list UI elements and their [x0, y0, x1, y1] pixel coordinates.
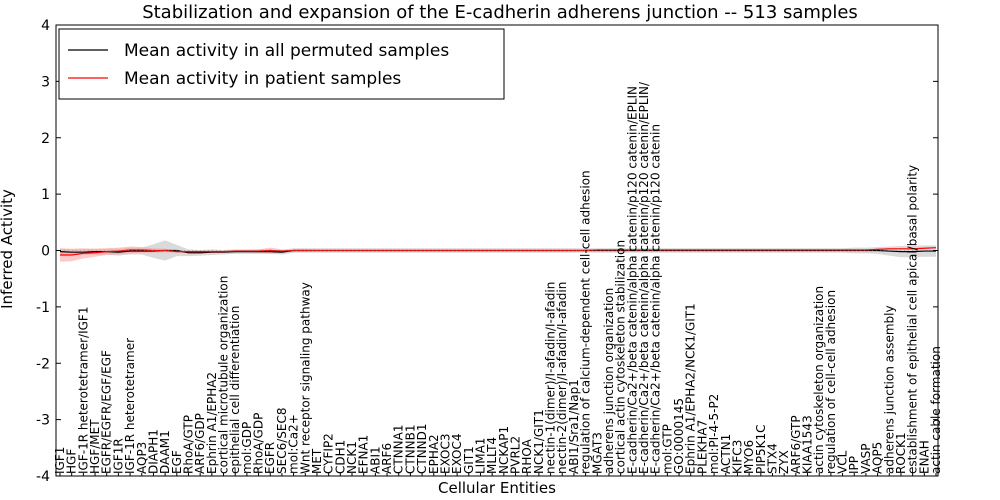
x-tick-label: GO:0000145 [672, 398, 686, 474]
x-tick-label: RHOA [520, 438, 534, 474]
x-tick-label: DIAPH1 [146, 429, 160, 474]
x-tick-label: ABI1/Sra1/Nap1 [567, 379, 581, 474]
x-tick-label: IGF-1R heterotetramer [123, 338, 137, 474]
x-tick-label: CYFIP2 [322, 433, 336, 474]
x-tick-label: EGFR/EGFR/EGF/EGF [100, 350, 114, 474]
x-tick-label: PVRL2 [509, 436, 523, 474]
legend: Mean activity in all permuted samples Me… [58, 28, 505, 100]
x-tick-label: EXOC4 [450, 434, 464, 475]
x-tick-label: PLEKHA7 [695, 420, 709, 474]
x-tick-label: SEC6/SEC8 [275, 408, 289, 474]
y-tick-label: 2 [41, 131, 50, 147]
x-tick-label: nectin-2(dimer)/I-afadin/I-afadin [555, 282, 569, 474]
x-tick-label: mol:PI-4-5-P2 [707, 394, 721, 474]
y-tick-label: 4 [41, 18, 50, 34]
x-tick-label: ZYX [777, 450, 791, 474]
x-tick-label: ABI1 [368, 446, 382, 474]
x-tick-label: MET [310, 448, 324, 474]
x-tick-label: GIT1 [462, 446, 476, 474]
x-tick-label: ARF6 [380, 443, 394, 474]
x-tick-label: KIFC3 [730, 440, 744, 474]
x-tick-label: Wnt receptor signaling pathway [298, 282, 312, 474]
x-tick-label: NCK1 [345, 441, 359, 474]
x-tick-label: CTNND1 [415, 423, 429, 474]
x-tick-label: CTNNB1 [403, 424, 417, 474]
plot-frame [55, 24, 939, 477]
x-tick-label: PIP5K1C [754, 424, 768, 474]
x-tick-label: Ephrin A1/EPHA2/NCK1/GIT1 [684, 303, 698, 474]
x-tick-label: EGFR [263, 442, 277, 474]
x-tick-label: HGF [65, 449, 79, 474]
x-tick-label: ENAH [917, 440, 931, 474]
x-tick-label: HGF/MET [88, 419, 102, 474]
x-tick-label: NCKAP1 [497, 426, 511, 474]
series-lines [56, 247, 938, 256]
x-tick-label: CDH1 [333, 440, 347, 474]
x-tick-label: Ephrin A1/EPHA2 [205, 372, 219, 474]
legend-label-permuted: Mean activity in all permuted samples [124, 41, 449, 61]
x-tick-label: ARF6/GDP [193, 413, 207, 474]
x-tick-label: EFNA1 [357, 435, 371, 474]
x-tick-label: STX4 [765, 443, 779, 474]
x-tick-label: CTNNA1 [392, 424, 406, 474]
x-tick-label: NCK1/GIT1 [532, 409, 546, 474]
legend-box [58, 28, 505, 100]
y-tick-label: -2 [36, 356, 50, 372]
x-tick-label: EPHA2 [427, 434, 441, 474]
y-tick-label: -1 [36, 300, 50, 316]
legend-label-patient: Mean activity in patient samples [124, 69, 401, 89]
x-tick-label: RhoA/GTP [181, 415, 195, 474]
chart-title: Stabilization and expansion of the E-cad… [142, 2, 858, 23]
x-tick-label: VASP [859, 443, 873, 474]
x-tick-label: epithelial cell differentiation [228, 306, 242, 474]
x-tick-label: adherens junction organization [602, 288, 616, 474]
x-tick-label: RhoA/GDP [252, 413, 266, 474]
x-tick-label: cortical actin cytoskeleton stabilizatio… [614, 240, 628, 474]
y-tick-label: -4 [36, 469, 50, 485]
x-tick-label: adherens junction assembly [882, 305, 896, 474]
x-tick-label: KIAA1543 [801, 415, 815, 474]
x-tick-label: actin cytoskeleton organization [812, 286, 826, 474]
x-tick-label: EXOC3 [438, 434, 452, 475]
x-tick-label: MYO6 [742, 440, 756, 474]
x-tick-label: E-cadherin/Ca2+/beta catenin/alpha caten… [649, 124, 663, 474]
x-tick-label: ARF6/GTP [789, 415, 803, 474]
x-tick-label: mol:Ca2+ [287, 414, 301, 474]
x-tick-label: AQP5 [871, 442, 885, 474]
x-tick-label: actin cable formation [929, 346, 943, 474]
x-tick-label: E-cadherin/Ca2+/beta catenin/alpha caten… [637, 81, 651, 474]
x-tick-label: regulation of cell-cell adhesion [824, 290, 838, 474]
x-tick-label: ROCK1 [894, 432, 908, 474]
x-axis-label: Cellular Entities [438, 479, 556, 497]
x-tick-label: nectin-1(dimer)/I-afadin/I-afadin [544, 282, 558, 474]
x-tick-label: regulation of calcium-dependent cell-cel… [579, 170, 593, 474]
series-1-line [60, 247, 937, 256]
x-tick-label: DAAM1 [158, 430, 172, 474]
x-tick-label: establishment of epithelial cell apical/… [906, 165, 920, 474]
x-tick-label: VCL [836, 450, 850, 474]
x-tick-label: MGAT3 [590, 432, 604, 474]
x-tick-label: mol:GTP [660, 424, 674, 474]
x-tick-label: cortical microtubule organization [217, 276, 231, 474]
y-axis-label: Inferred Activity [0, 189, 16, 309]
y-tick-label: 3 [41, 74, 50, 90]
y-ticks: -4 -3 -2 -1 0 1 2 3 4 [36, 18, 938, 485]
x-tick-label: IGF1R [111, 438, 125, 474]
x-tick-label: AQP3 [135, 442, 149, 474]
x-tick-label: LIMA1 [473, 438, 487, 474]
x-tick-label: mol:GDP [240, 422, 254, 474]
x-tick-label: E-cadherin/Ca2+/beta catenin/alpha caten… [625, 86, 639, 474]
x-tick-label: IGF-1R heterotetramer/IGF1 [76, 307, 90, 474]
y-tick-label: -3 [36, 413, 50, 429]
y-tick-label: 1 [41, 187, 50, 203]
x-tick-label: ACTN1 [719, 434, 733, 474]
x-tick-label: EGF [170, 450, 184, 474]
y-tick-label: 0 [41, 244, 50, 260]
x-tick-label: MLLT4 [485, 437, 499, 474]
x-tick-label: IPP [847, 456, 861, 474]
